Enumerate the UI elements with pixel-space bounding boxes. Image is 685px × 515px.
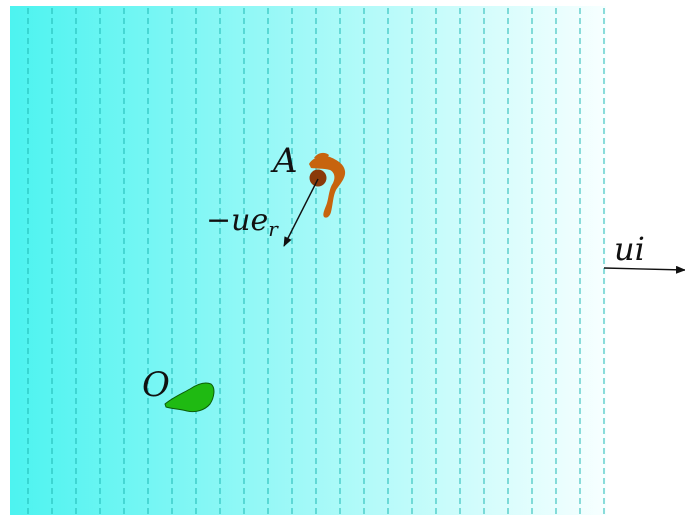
label-swimmer-velocity: −uer	[206, 203, 279, 241]
swimmer-velocity-arrow	[283, 178, 319, 247]
swimmer-head	[309, 169, 327, 187]
swimmer-velocity-main: −ue	[206, 203, 268, 238]
flow-lines	[27, 8, 605, 515]
label-point-o: O	[142, 365, 170, 405]
river-water	[10, 6, 606, 515]
label-current-velocity: ui	[614, 230, 645, 268]
current-velocity-arrow	[603, 265, 685, 274]
island-icon	[164, 382, 215, 413]
swimmer-figure-icon	[309, 152, 346, 218]
swimmer-velocity-subscript: r	[268, 217, 279, 241]
label-point-a: A	[270, 141, 298, 181]
